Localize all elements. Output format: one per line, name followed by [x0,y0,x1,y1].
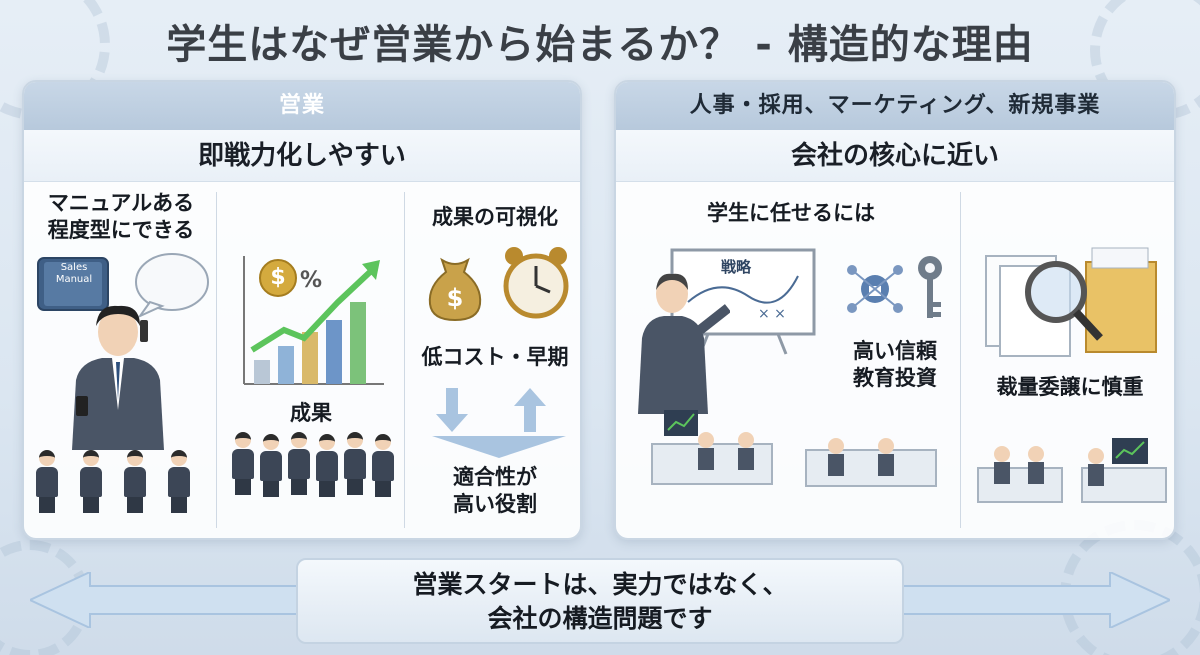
sales-panel-subtitle: 即戦力化しやすい [24,130,580,182]
column-divider [216,192,217,528]
conclusion-line-2: 会社の構造問題です [487,603,713,633]
document-magnifier-icon [985,247,1157,357]
money-bag-icon: $ [428,257,482,322]
employee-figure [232,432,254,495]
delegation-label: 裁量委譲に慎重 [996,375,1144,399]
core-panel-header: 人事・採用、マーケティング、新規事業 [616,82,1174,130]
employee-figure [372,434,394,497]
svg-text:$: $ [447,284,464,312]
office-desks-icon [977,438,1167,503]
core-panel-subtitle: 会社の核心に近い [616,130,1174,182]
dollar-label: $ [270,265,286,290]
left-arrow-icon [30,572,300,628]
employee-figure [260,434,282,497]
sales-panel: 営業 即戦力化しやすい マニュアルある 程度型にできる Sales Manual [22,80,582,540]
employee-figure [168,450,190,513]
conclusion-box: 営業スタートは、実力ではなく、 会社の構造問題です [296,558,904,644]
businessman-phone-icon [72,305,164,450]
svg-text:× ×: × × [758,306,786,322]
employee-figure [36,450,58,513]
conclusion-line-1: 営業スタートは、実力ではなく、 [412,570,788,599]
results-label: 成果 [290,401,332,425]
employee-figure [344,432,366,495]
growth-chart-icon [243,256,384,385]
low-cost-label: 低コスト・早期 [421,345,569,369]
visibility-label: 成果の可視化 [432,205,558,229]
employee-figure [124,450,146,513]
column-divider [960,192,961,528]
presenter-icon [638,273,730,414]
fit-role-label: 適合性が 高い役割 [453,465,537,517]
exchange-arrows-icon [432,388,566,458]
employee-figure [316,434,338,497]
page-title: 学生はなぜ営業から始まるか？ - 構造的な理由 [166,22,1034,68]
manual-book-label: Sales Manual [55,262,93,285]
whiteboard-icon: × × [670,248,816,355]
manual-book-icon [37,257,109,311]
strategy-board-label: 戦略 [721,258,752,276]
core-business-panel: 人事・採用、マーケティング、新規事業 会社の核心に近い 学生に任せるには × ×… [614,80,1176,540]
meeting-table-icon [651,410,937,487]
key-icon [918,256,942,318]
trust-investment-label: 高い信頼 教育投資 [853,339,937,391]
entrust-label: 学生に任せるには [707,201,875,225]
right-arrow-icon [900,572,1170,628]
employee-figure [288,432,310,495]
percent-label: % [300,268,323,293]
column-divider [404,192,405,528]
employee-figure [80,450,102,513]
sales-panel-header: 営業 [24,82,580,130]
speech-bubble-icon [135,253,209,319]
network-lock-icon [847,265,903,313]
alarm-clock-icon [503,247,569,319]
manual-label: マニュアルある 程度型にできる [47,191,195,243]
